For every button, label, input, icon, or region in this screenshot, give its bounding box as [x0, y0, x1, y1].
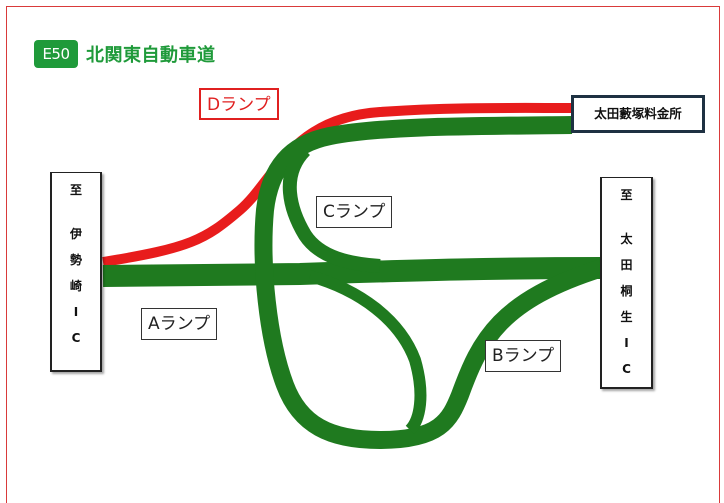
destination-char: I: [624, 336, 629, 350]
map-frame: [6, 6, 720, 503]
d-ramp-label: Dランプ: [199, 88, 279, 120]
b-ramp-road: [308, 270, 427, 435]
destination-char: 生: [620, 310, 633, 324]
destination-char: 太: [620, 232, 633, 246]
route-name: 北関東自動車道: [86, 45, 216, 66]
route-number-badge: E50: [34, 40, 78, 68]
destination-char: 勢: [69, 253, 82, 267]
tollgate-label: 太田藪塚料金所: [571, 95, 705, 133]
destination-sign-right: 至 太 田 桐 生 I C: [600, 177, 653, 389]
c-ramp-road: [282, 145, 381, 273]
destination-char: 伊: [69, 227, 82, 241]
b-ramp-label: Bランプ: [485, 340, 562, 372]
tollgate-approach-road: [254, 116, 605, 450]
a-ramp-label: Aランプ: [141, 308, 218, 340]
destination-char: 田: [620, 258, 633, 272]
destination-char: 至: [620, 188, 633, 202]
route-header: E50 北関東自動車道: [34, 40, 216, 68]
destination-char: 崎: [69, 279, 82, 293]
destination-char: 桐: [620, 284, 633, 298]
destination-char: C: [71, 331, 81, 345]
destination-char: 至: [69, 183, 82, 197]
destination-char: I: [73, 305, 79, 319]
destination-char: C: [622, 362, 631, 376]
destination-sign-left: 至 伊 勢 崎 I C: [50, 172, 102, 372]
c-ramp-label: Cランプ: [316, 196, 393, 228]
main-road: [102, 257, 603, 287]
